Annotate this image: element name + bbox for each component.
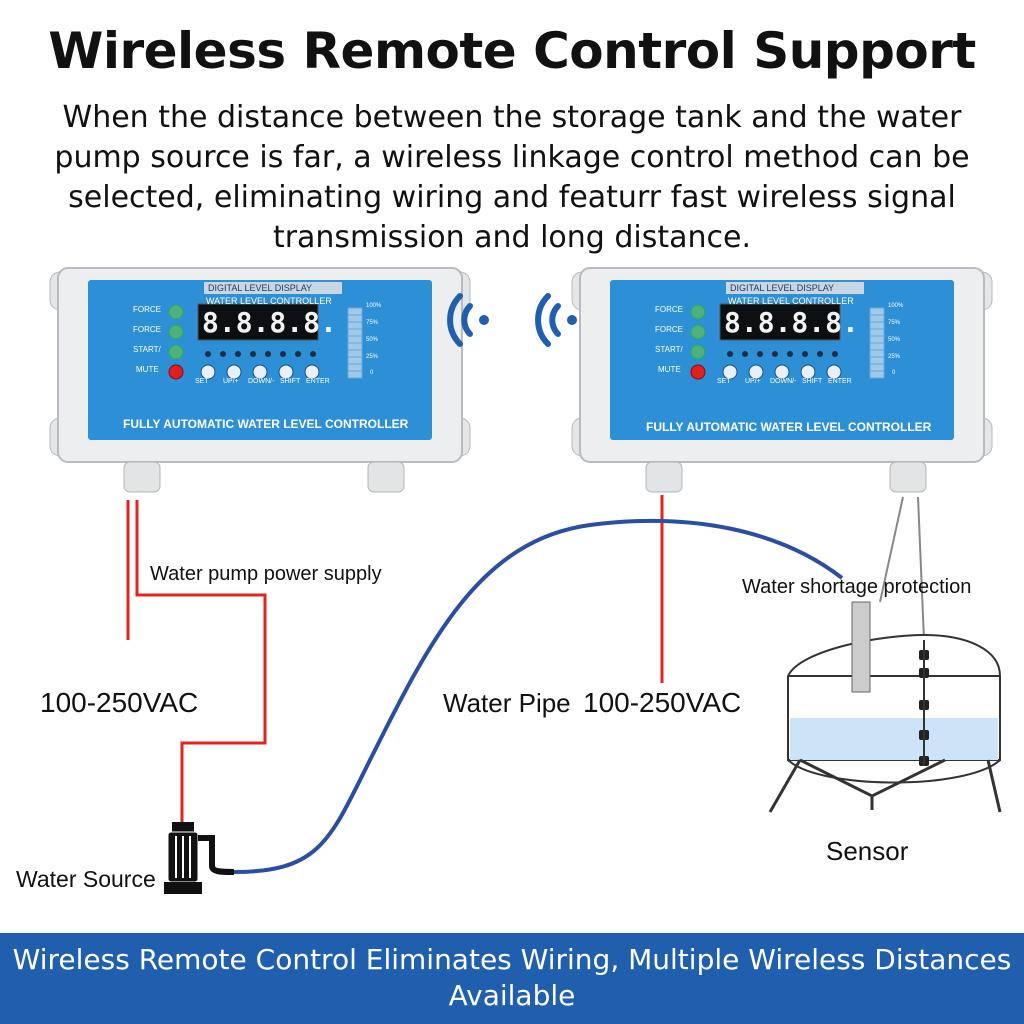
scale-label: 100% (366, 303, 382, 309)
up-button[interactable]: UP/+ (745, 378, 761, 385)
page-title: Wireless Remote Control Support (48, 22, 976, 80)
scale-label: 50% (888, 337, 901, 343)
scale-label: 75% (888, 320, 901, 326)
up-button[interactable]: UP/+ (223, 378, 239, 385)
indicator-label: FORCE (133, 305, 161, 314)
down-button[interactable]: DOWN/- (248, 378, 275, 385)
scale-label: 100% (888, 303, 904, 309)
indicator-label: FORCE (655, 305, 683, 314)
shortage-protection-label: Water shortage protection (742, 576, 972, 598)
indicator-label: MUTE (136, 365, 159, 374)
enter-button[interactable]: ENTER (828, 378, 852, 385)
water-pump-icon (164, 822, 235, 894)
scale-label: 0 (892, 370, 896, 376)
voltage-left-label: 100-250VAC (40, 687, 199, 718)
set-button[interactable]: SET (195, 378, 209, 385)
water-pipe-label: Water Pipe (443, 688, 571, 718)
enter-button[interactable]: ENTER (306, 378, 330, 385)
controller-name: FULLY AUTOMATIC WATER LEVEL CONTROLLER (646, 420, 932, 434)
scale-label: 0 (370, 370, 374, 376)
shift-button[interactable]: SHIFT (802, 378, 823, 385)
scale-label: 50% (366, 337, 379, 343)
scale-label: 25% (366, 354, 379, 360)
water-pipe (233, 518, 844, 874)
scale-label: 75% (366, 320, 379, 326)
scale-label: 25% (888, 354, 901, 360)
wifi-receive-icon (535, 293, 577, 347)
description-text: When the distance between the storage ta… (54, 100, 970, 255)
indicator-label: START/ (655, 345, 683, 354)
pump-power-label: Water pump power supply (150, 563, 382, 585)
storage-tank (768, 601, 1002, 813)
display-header: DIGITAL LEVEL DISPLAY (208, 283, 313, 293)
shift-button[interactable]: SHIFT (280, 378, 301, 385)
display-header: DIGITAL LEVEL DISPLAY (730, 283, 835, 293)
sensor-probe-lines (879, 496, 925, 641)
digit-display: 8.8.8.8. (202, 306, 337, 339)
digit-display: 8.8.8.8. (724, 306, 859, 339)
footer-banner: Wireless Remote Control Eliminates Wirin… (0, 933, 1024, 1024)
voltage-right-label: 100-250VAC (583, 687, 742, 718)
indicator-label: FORCE (655, 325, 683, 334)
display-subheader: WATER LEVEL CONTROLLER (728, 296, 854, 306)
controller-name: FULLY AUTOMATIC WATER LEVEL CONTROLLER (123, 417, 409, 431)
indicator-label: FORCE (133, 325, 161, 334)
sensor-label: Sensor (826, 836, 909, 866)
wifi-transmit-icon (447, 293, 489, 347)
indicator-label: MUTE (658, 365, 681, 374)
display-subheader: WATER LEVEL CONTROLLER (206, 296, 332, 306)
down-button[interactable]: DOWN/- (770, 378, 797, 385)
indicator-label: START/ (133, 345, 161, 354)
pump-power-wires (126, 500, 267, 822)
water-source-label: Water Source (16, 866, 156, 892)
set-button[interactable]: SET (717, 378, 731, 385)
